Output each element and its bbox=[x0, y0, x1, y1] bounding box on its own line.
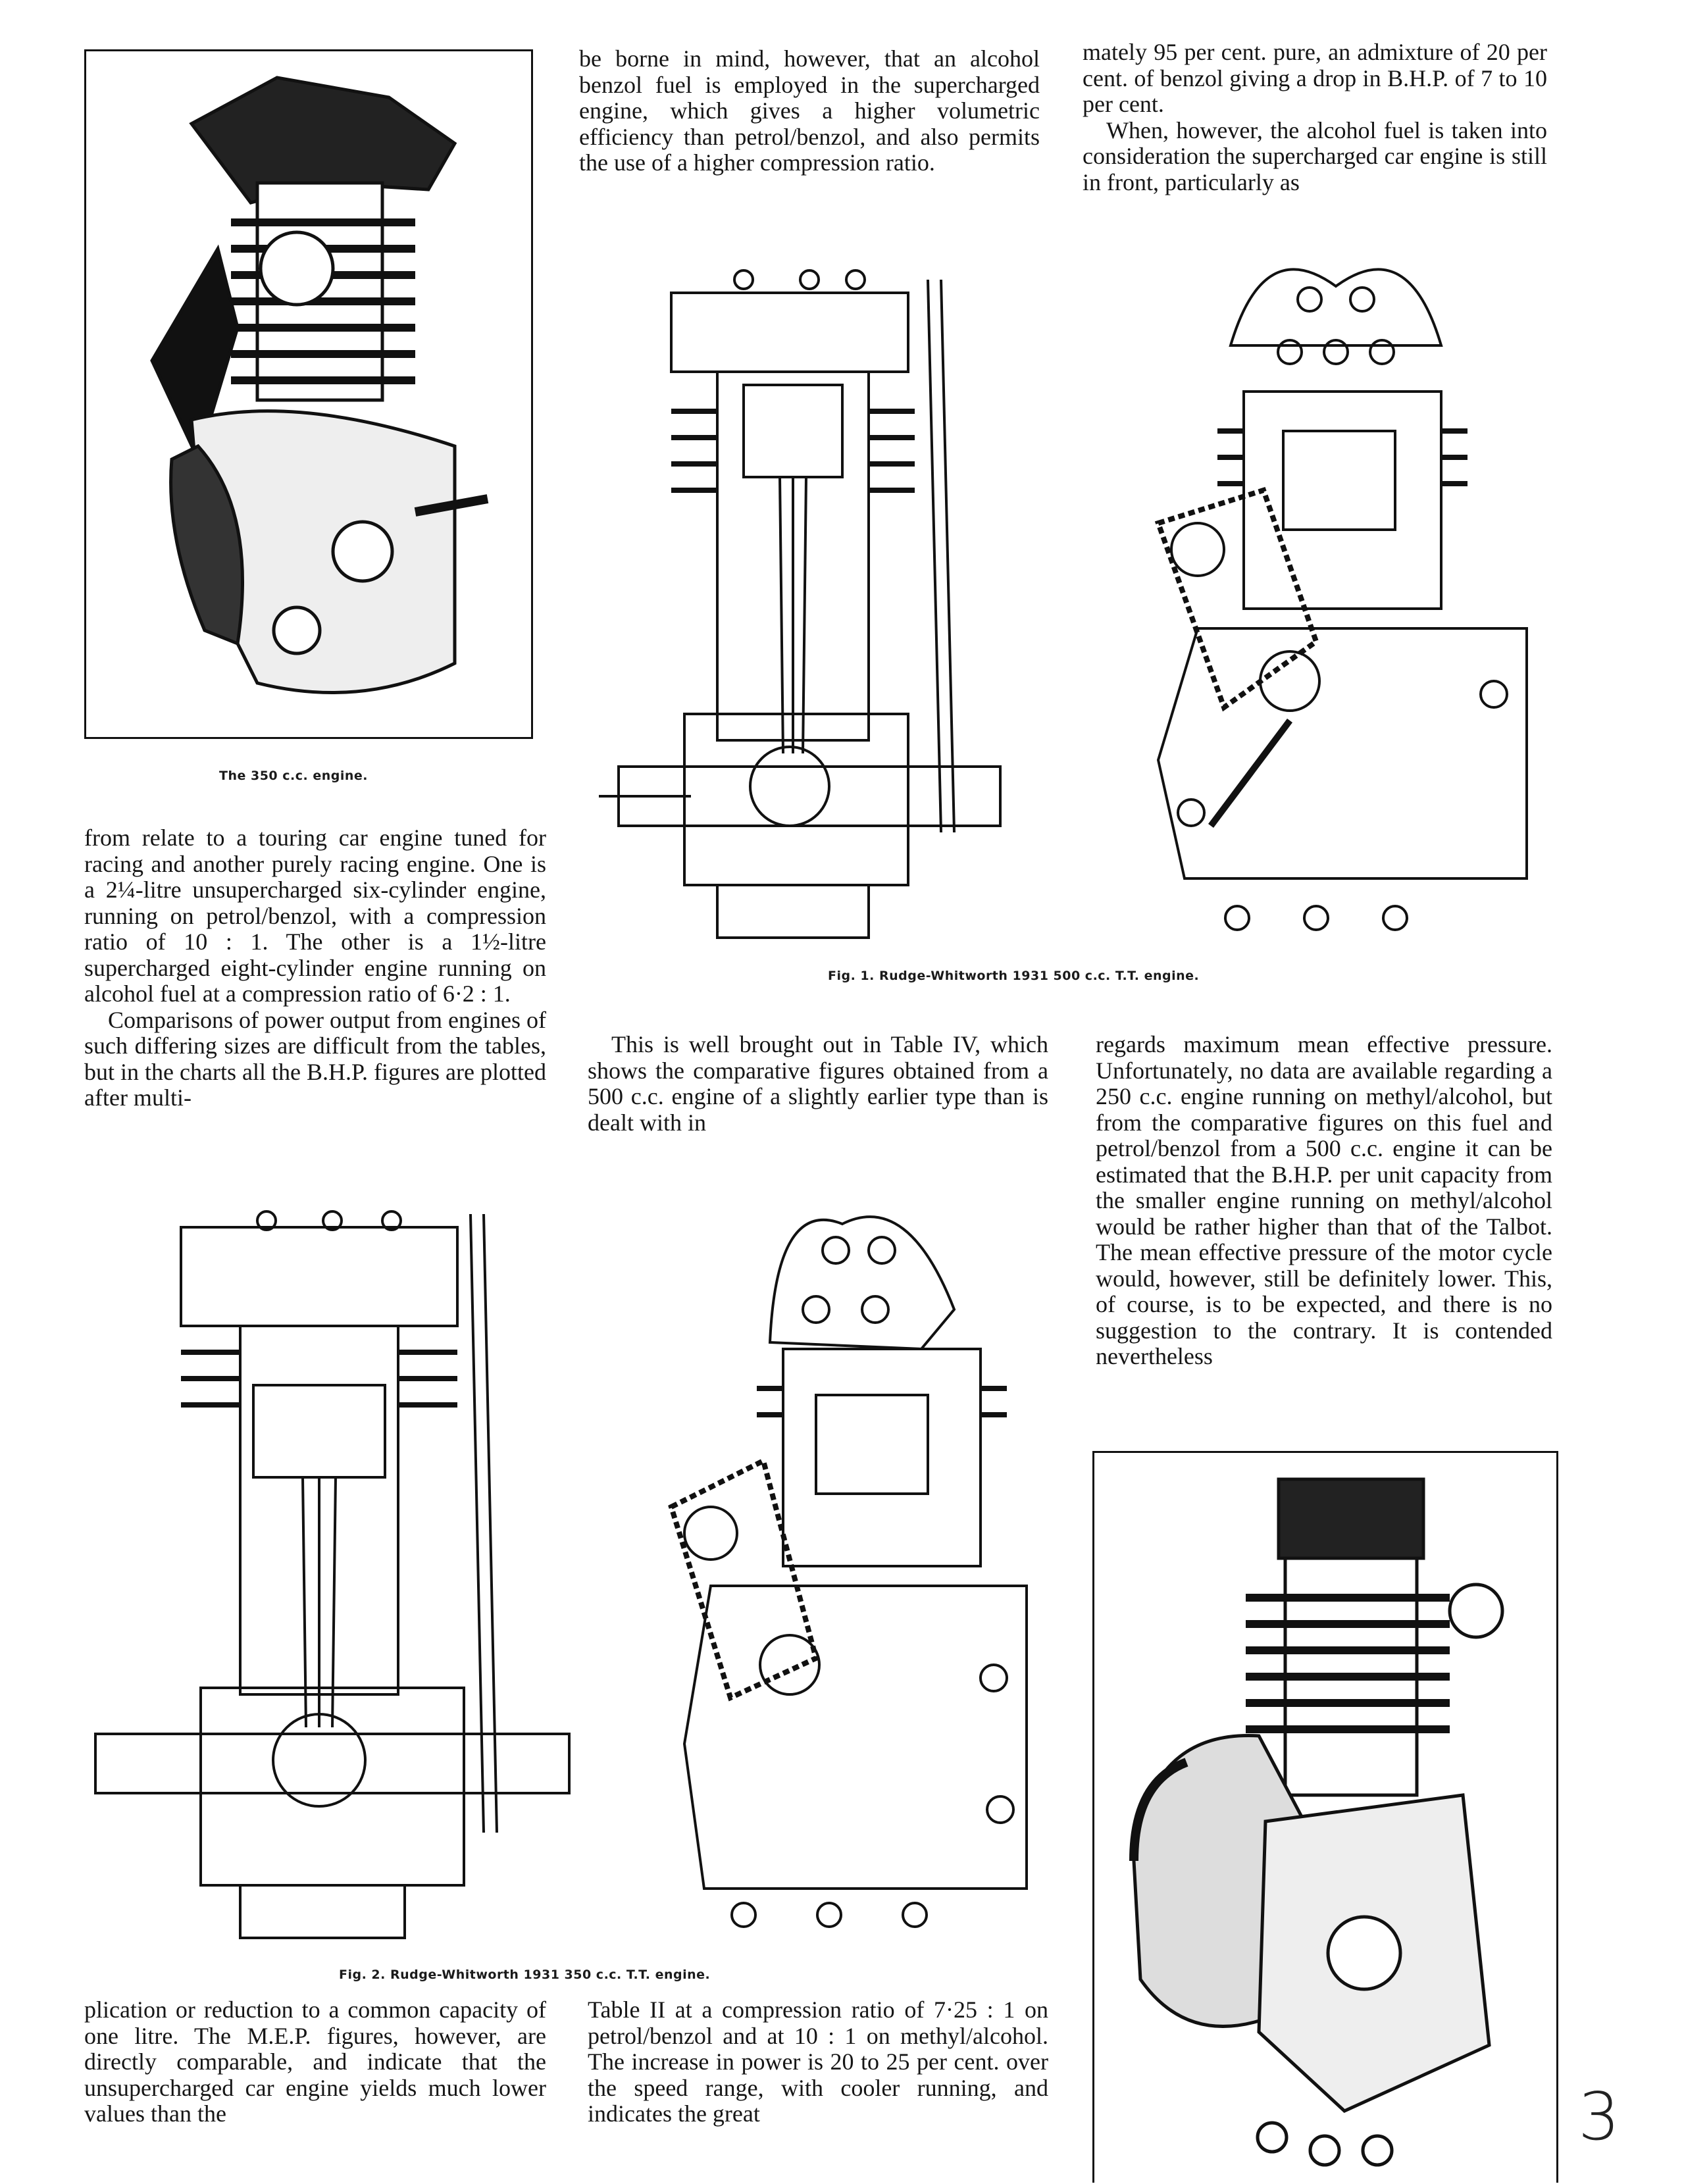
caption-350cc-photo: The 350 c.c. engine. bbox=[219, 769, 368, 783]
engine-section-diagram bbox=[94, 1210, 571, 1939]
caption-fig2: Fig. 2. Rudge-Whitworth 1931 350 c.c. T.… bbox=[339, 1968, 711, 1982]
paragraph: Table II at a compression ratio of 7·25 … bbox=[588, 1997, 1048, 2127]
engine-section-diagram bbox=[599, 269, 1002, 939]
text-middle-mid: This is well brought out in Table IV, wh… bbox=[588, 1031, 1048, 1136]
fig1-external-drawing bbox=[1119, 234, 1560, 951]
paragraph: plication or reduction to a common capac… bbox=[84, 1997, 546, 2127]
text-top-right: mately 95 per cent. pure, an admixture o… bbox=[1083, 39, 1547, 195]
engine-external-diagram bbox=[668, 1215, 1028, 1928]
text-right-mid: regards maximum mean effective pressure.… bbox=[1096, 1031, 1552, 1370]
fig1-section-drawing bbox=[586, 240, 1046, 964]
caption-fig1: Fig. 1. Rudge-Whitworth 1931 500 c.c. T.… bbox=[828, 969, 1200, 983]
photo-engine-bottom-right bbox=[1092, 1451, 1558, 2183]
fig2-external-drawing bbox=[645, 1178, 1053, 1961]
engine-photo-illustration bbox=[150, 76, 489, 694]
paragraph: regards maximum mean effective pressure.… bbox=[1096, 1031, 1552, 1369]
paragraph: This is well brought out in Table IV, wh… bbox=[588, 1031, 1048, 1136]
text-bottom-middle: Table II at a compression ratio of 7·25 … bbox=[588, 1997, 1048, 2183]
paragraph: mately 95 per cent. pure, an admixture o… bbox=[1083, 39, 1547, 117]
paragraph: When, however, the alcohol fuel is taken… bbox=[1083, 116, 1547, 195]
text-bottom-left: plication or reduction to a common capac… bbox=[84, 1997, 546, 2183]
page-number: 3 bbox=[1578, 2078, 1620, 2155]
engine-photo-illustration bbox=[1129, 1477, 1504, 2167]
text-left-mid: from relate to a touring car engine tune… bbox=[84, 825, 546, 1111]
text-top-middle: be borne in mind, however, that an alcoh… bbox=[579, 45, 1040, 176]
paragraph: be borne in mind, however, that an alcoh… bbox=[579, 45, 1040, 176]
fig2-section-drawing bbox=[82, 1188, 596, 1958]
paragraph: from relate to a touring car engine tune… bbox=[84, 825, 546, 1007]
photo-350cc-engine bbox=[84, 49, 533, 739]
paragraph: Comparisons of power output from engines… bbox=[84, 1006, 546, 1111]
engine-external-diagram bbox=[1154, 268, 1528, 931]
